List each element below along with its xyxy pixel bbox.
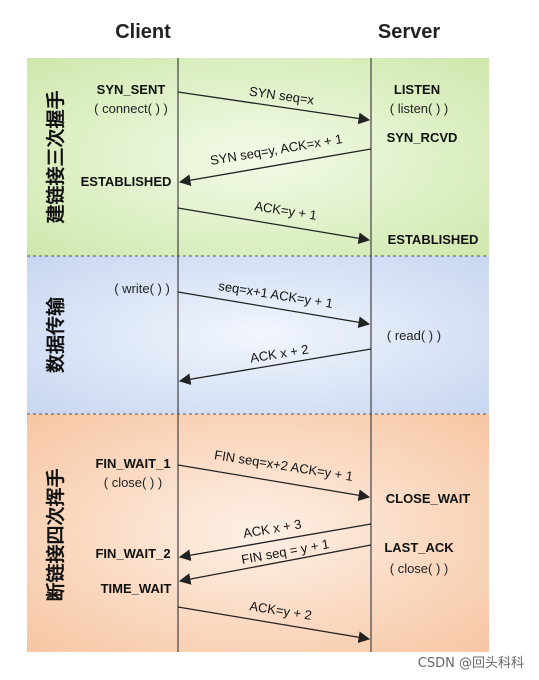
message-arrow-7 xyxy=(178,523,372,561)
server-state-syn-rcvd: SYN_RCVD xyxy=(387,130,458,145)
server-call-listen: ( listen( ) ) xyxy=(390,101,449,116)
client-call-close: ( close( ) ) xyxy=(104,475,163,490)
server-call-read: ( read( ) ) xyxy=(387,328,441,343)
server-state-established: ESTABLISHED xyxy=(388,232,479,247)
phase-band-transfer xyxy=(27,256,489,414)
server-state-close-wait: CLOSE_WAIT xyxy=(386,491,471,506)
server-header: Server xyxy=(378,21,440,43)
client-state-established: ESTABLISHED xyxy=(81,174,172,189)
phase-band-connect xyxy=(27,58,489,256)
client-header: Client xyxy=(115,21,171,43)
message-arrow-1 xyxy=(177,91,371,125)
watermark: CSDN @回头科科 xyxy=(418,656,524,671)
message-arrow-6 xyxy=(177,464,371,502)
phase-label-connect: 建链接三次握手 xyxy=(44,90,67,223)
phase-band-close xyxy=(27,414,489,652)
client-call-connect: ( connect( ) ) xyxy=(94,101,168,116)
message-arrow-5 xyxy=(178,348,372,386)
server-call-close: ( close( ) ) xyxy=(390,561,449,576)
message-arrow-9 xyxy=(177,606,371,644)
client-call-write: ( write( ) ) xyxy=(114,281,170,296)
client-state-syn-sent: SYN_SENT xyxy=(97,82,166,97)
message-arrow-4 xyxy=(177,291,371,329)
server-state-listen: LISTEN xyxy=(394,82,440,97)
message-arrow-3 xyxy=(177,207,371,245)
client-state-fin-wait-2: FIN_WAIT_2 xyxy=(95,546,170,561)
server-state-last-ack: LAST_ACK xyxy=(384,540,454,555)
message-arrow-8 xyxy=(178,544,372,585)
client-state-time-wait: TIME_WAIT xyxy=(101,581,172,596)
message-arrow-2 xyxy=(178,148,372,186)
phase-label-transfer: 数据传输 xyxy=(44,296,67,373)
phase-label-close: 断链接四次挥手 xyxy=(44,468,67,601)
client-state-fin-wait-1: FIN_WAIT_1 xyxy=(95,456,170,471)
